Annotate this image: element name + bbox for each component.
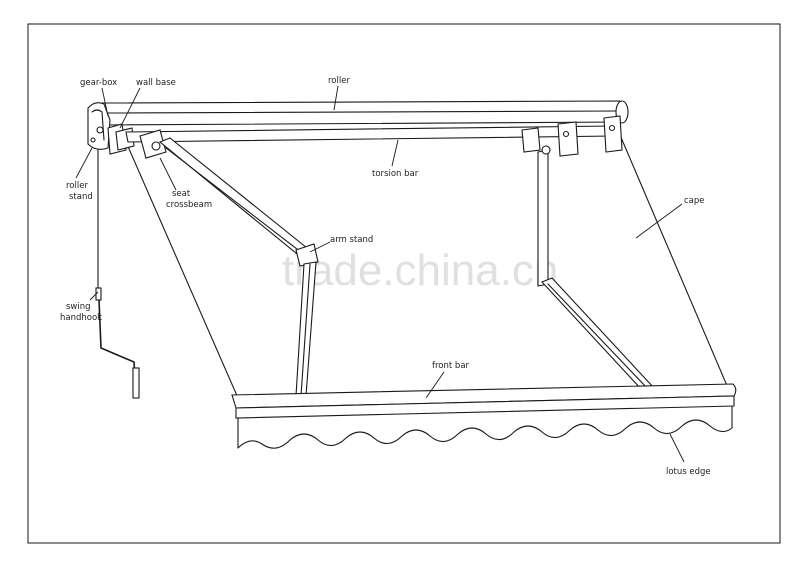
arm-stand-elbow <box>295 243 319 267</box>
seat-crossbeam <box>139 129 167 159</box>
label-roller-stand-1: roller <box>66 181 88 191</box>
label-swing-handhook-2: handhook <box>60 313 102 323</box>
diagram-frame <box>27 23 781 544</box>
label-arm-stand: arm stand <box>330 235 373 245</box>
label-roller: roller <box>328 76 350 86</box>
label-gear-box: gear-box <box>80 78 117 88</box>
torsion-bar <box>125 125 615 143</box>
right-arm <box>537 145 656 391</box>
label-torsion-bar: torsion bar <box>372 169 419 179</box>
watermark: trade.china.cn <box>282 246 558 295</box>
label-front-bar: front bar <box>432 361 470 371</box>
label-seat-crossbeam-1: seat <box>172 189 191 199</box>
gear-box <box>87 102 111 150</box>
label-lotus-edge: lotus edge <box>666 467 711 477</box>
label-swing-handhook-1: swing <box>66 302 91 312</box>
lotus-edge <box>237 405 733 449</box>
label-cape: cape <box>684 196 705 206</box>
wall-base-right <box>521 115 623 157</box>
label-wall-base: wall base <box>136 78 176 88</box>
label-seat-crossbeam-2: crossbeam <box>166 200 212 210</box>
roller <box>99 100 629 126</box>
labels: gear-box wall base roller roller stand t… <box>60 76 711 477</box>
label-roller-stand-2: stand <box>69 192 93 202</box>
cape-outline <box>125 127 729 399</box>
swing-handhook <box>95 149 140 399</box>
leader-lines <box>75 85 685 463</box>
front-bar <box>231 383 737 419</box>
